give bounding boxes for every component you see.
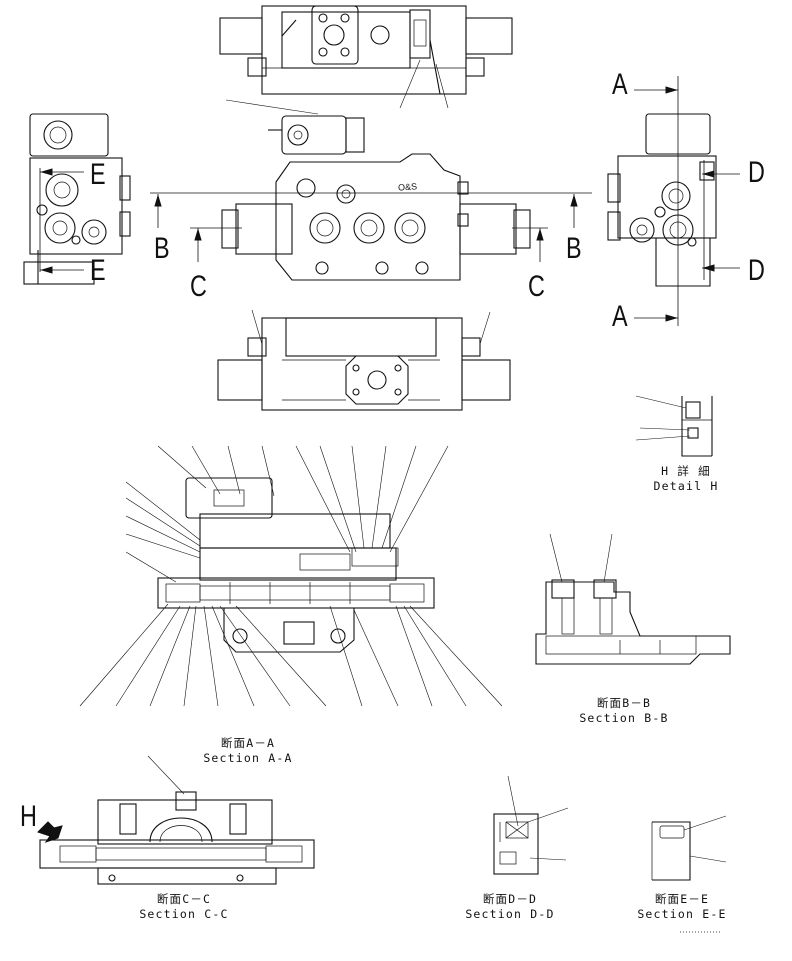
caption-detail-h: H 詳 細 Detail H: [644, 464, 728, 494]
caption-section-dd-en: Section D-D: [465, 907, 555, 921]
caption-section-cc-en: Section C-C: [139, 907, 229, 921]
detail-marker-h: H: [20, 800, 37, 833]
section-marker-b-right: B: [566, 232, 582, 265]
section-ee-drawing: [651, 821, 691, 881]
caption-section-dd: 断面D－D Section D-D: [460, 892, 560, 922]
left-view: [23, 113, 131, 285]
top-view: [219, 5, 513, 95]
detail-h-arrow: [37, 821, 63, 843]
caption-section-bb-en: Section B-B: [579, 711, 669, 725]
spool-row: [165, 582, 425, 604]
caption-section-cc: 断面C－C Section C-C: [134, 892, 234, 922]
caption-section-ee: 断面E－E Section E-E: [632, 892, 732, 922]
section-marker-e-top: E: [90, 158, 106, 191]
section-marker-b-left: B: [154, 232, 170, 265]
right-view: [607, 113, 717, 287]
section-marker-d-top: D: [748, 156, 765, 189]
caption-detail-h-en: Detail H: [653, 479, 719, 493]
caption-section-bb-jp: 断面B－B: [596, 696, 652, 710]
caption-section-ee-jp: 断面E－E: [654, 892, 710, 906]
body-marking: O&S: [397, 181, 418, 193]
section-marker-a-top: A: [612, 68, 628, 101]
caption-section-aa-en: Section A-A: [203, 751, 293, 765]
section-cc-drawing: [39, 791, 315, 885]
bottom-view: [217, 317, 511, 411]
caption-section-aa: 断面A－A Section A-A: [198, 736, 298, 766]
front-view: [221, 115, 531, 281]
section-marker-c-left: C: [190, 270, 207, 303]
section-marker-d-bottom: D: [748, 254, 765, 287]
caption-section-ee-en: Section E-E: [637, 907, 727, 921]
caption-detail-h-jp: H 詳 細: [661, 464, 711, 478]
section-marker-c-right: C: [528, 270, 545, 303]
caption-section-cc-jp: 断面C－C: [156, 892, 212, 906]
section-marker-e-bottom: E: [90, 254, 106, 287]
section-bb-drawing: [535, 579, 731, 665]
section-aa-drawing: [157, 477, 435, 653]
caption-section-dd-jp: 断面D－D: [482, 892, 538, 906]
caption-section-bb: 断面B－B Section B-B: [574, 696, 674, 726]
section-dd-drawing: [493, 813, 539, 875]
section-marker-a-bottom: A: [612, 300, 628, 333]
detail-h-drawing: [681, 396, 713, 457]
caption-section-aa-jp: 断面A－A: [220, 736, 276, 750]
section-aa-leaders: [79, 445, 503, 707]
